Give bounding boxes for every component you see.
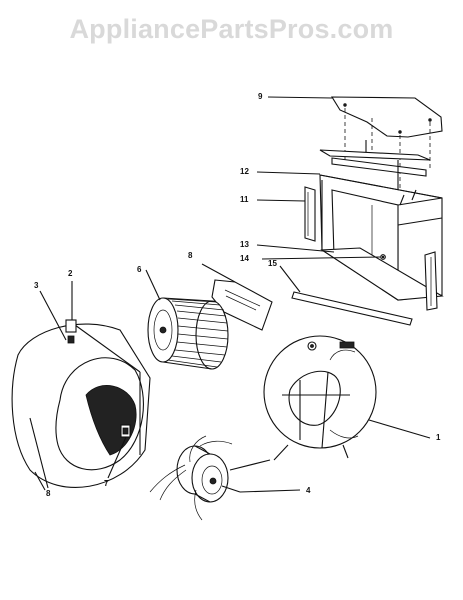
leader-4 <box>239 489 301 493</box>
leader-1 <box>368 419 431 439</box>
callout-7: 7 <box>104 479 109 488</box>
leader-13 <box>256 244 335 253</box>
side-bracket-left <box>256 186 316 242</box>
callout-11: 11 <box>240 195 249 204</box>
callout-9: 9 <box>258 92 263 101</box>
leader-12 <box>256 171 321 175</box>
blower-wheel <box>145 269 229 370</box>
callout-14: 14 <box>240 254 249 263</box>
callout-6: 6 <box>137 265 142 274</box>
leader-7 <box>107 436 127 479</box>
leader-11 <box>256 199 306 202</box>
callout-3: 3 <box>34 281 39 290</box>
callout-8-housing: 8 <box>46 489 51 498</box>
frame-box <box>319 140 444 301</box>
leader-14 <box>261 256 381 260</box>
callout-4: 4 <box>306 486 311 495</box>
callout-2: 2 <box>68 269 73 278</box>
motor-mount-detail <box>263 335 431 461</box>
callout-8-cutoff: 8 <box>188 251 193 260</box>
leader-6 <box>145 269 161 301</box>
blower-housing <box>11 281 151 491</box>
leader-8 <box>29 417 49 489</box>
callout-12: 12 <box>240 167 249 176</box>
callout-13: 13 <box>240 240 249 249</box>
callout-15: 15 <box>268 259 277 268</box>
leader-15 <box>279 265 301 293</box>
bottom-strip <box>279 265 413 326</box>
blower-motor <box>149 435 301 521</box>
side-bracket-right <box>424 251 438 311</box>
callout-1: 1 <box>436 433 441 442</box>
cutoff-plate <box>201 263 273 331</box>
site-watermark: AppliancePartsPros.com <box>69 14 394 44</box>
leader-9 <box>267 96 333 99</box>
top-cover-plate <box>267 96 443 138</box>
leader-5 <box>201 263 236 283</box>
leader-3 <box>39 290 67 341</box>
